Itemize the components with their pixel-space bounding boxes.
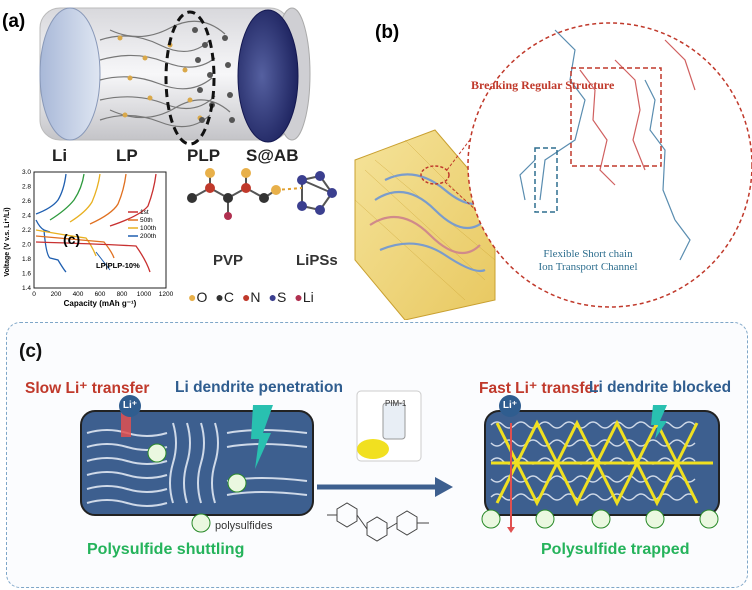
blue-structure <box>519 29 691 261</box>
polysulfide-trapped-text: Polysulfide trapped <box>541 541 690 558</box>
x-tick-label: 400 <box>73 291 84 298</box>
atom-legend: ●O ●C ●N ●S ●Li <box>188 289 314 305</box>
caption-flexible-line1: Flexible Short chain <box>543 248 633 260</box>
li-anode-disc <box>39 7 101 141</box>
chart-panel-label: (c) <box>63 231 80 247</box>
panel-a: (a) Li LP PLP S@AB PVP LiPSs ●O ●C ●N ●S… <box>0 0 350 310</box>
fast-transfer-text: Fast Li⁺ transfer <box>479 380 600 397</box>
legend-200th: 200th <box>140 233 157 240</box>
chart-frame <box>33 171 167 289</box>
y-tick-label: 1.6 <box>22 271 31 278</box>
legend-1st: 1st <box>140 209 149 216</box>
panel-b-graphic: (b) <box>354 22 752 321</box>
pim-powder <box>357 439 389 459</box>
caption-flexible-chain: Flexible Short chain Ion Transport Chann… <box>513 248 663 274</box>
polysulfide-shuttling-text: Polysulfide shuttling <box>87 541 245 558</box>
slow-li-arrow <box>121 403 131 437</box>
zoom-circle <box>467 22 752 308</box>
label-lipss: LiPSs <box>296 252 338 269</box>
dendrite-penetration-text: Li dendrite penetration <box>175 379 343 396</box>
dendrite-blocked-text: Li dendrite blocked <box>589 379 732 396</box>
x-tick-label: 800 <box>117 291 128 298</box>
atom-legend-s: ●S <box>268 289 287 305</box>
caption-flexible-line2: Ion Transport Channel <box>538 261 638 273</box>
curve-1st-lower <box>35 241 151 273</box>
curve-200th-upper <box>35 173 67 215</box>
layer-label-sab: S@AB <box>246 146 299 165</box>
layer-label-li: Li <box>52 146 68 165</box>
yellow-channels <box>491 419 713 507</box>
x-tick-label: 1200 <box>159 291 174 298</box>
x-tick-label: 600 <box>95 291 106 298</box>
panel-a-label: (a) <box>2 11 25 32</box>
layer-label-lp: LP <box>116 146 138 165</box>
left-membrane <box>80 403 314 533</box>
ps-badges-right <box>481 509 719 529</box>
caption-breaking-structure: Breaking Regular Structure <box>471 78 615 92</box>
chart-xlabel: Capacity (mAh g⁻¹) <box>64 299 137 308</box>
panel-b: (b) Breaking R <box>345 0 752 321</box>
red-structure <box>579 39 696 186</box>
atom-legend-n: ●N <box>241 289 261 305</box>
curve-2-upper <box>89 173 127 225</box>
panel-c: (c) Slow Li⁺ transfer Li dendrite penetr… <box>6 322 748 588</box>
curve-200th-lower <box>35 219 67 273</box>
pim-structure <box>327 502 429 542</box>
curve-1st-upper <box>109 173 157 227</box>
plp-highlight-ellipse <box>164 10 216 146</box>
atom-legend-li: ●Li <box>294 289 314 305</box>
inset-chart: Voltage (V v.s. Li⁺/Li) Capacity (mAh g⁻… <box>0 160 182 310</box>
y-tick-label: 2.0 <box>22 242 31 249</box>
polysulfides-text: polysulfides <box>215 520 273 532</box>
right-membrane <box>481 405 720 533</box>
x-tick-label: 200 <box>51 291 62 298</box>
curve-50th-upper <box>69 173 101 223</box>
dendrite-bolt-left <box>251 405 273 469</box>
transition-arrow <box>435 477 453 497</box>
y-tick-label: 3.0 <box>22 169 31 176</box>
polymer-chains <box>99 20 231 128</box>
voltage-capacity-chart: Voltage (V v.s. Li⁺/Li) Capacity (mAh g⁻… <box>4 169 174 308</box>
red-highlight-box <box>570 67 662 167</box>
y-tick-label: 1.4 <box>22 285 31 292</box>
layer-label-plp: PLP <box>187 146 221 165</box>
ps-badges-left <box>147 443 247 533</box>
y-tick-label: 2.8 <box>22 184 31 191</box>
chart-ylabel: Voltage (V v.s. Li⁺/Li) <box>4 207 11 276</box>
atom-legend-c: ●C <box>215 289 234 305</box>
legend-100th: 100th <box>140 225 157 232</box>
atom-legend-o: ●O <box>188 289 208 305</box>
zoom-marker <box>420 165 450 185</box>
chart-xticks: 0 200 400 600 800 1000 1200 <box>32 291 173 298</box>
li-ion-badge-left: Li⁺ <box>119 395 141 417</box>
pim-bottle <box>382 402 406 440</box>
pim-label: PIM-1 <box>385 399 407 408</box>
blue-highlight-box <box>534 147 558 213</box>
x-tick-label: 0 <box>32 291 36 298</box>
li-ion-badge-right: Li⁺ <box>499 395 521 417</box>
curve-100th-upper <box>49 173 85 221</box>
slow-transfer-text: Slow Li⁺ transfer <box>25 380 150 397</box>
legend-50th: 50th <box>140 217 153 224</box>
curve-50th-lower <box>35 235 115 259</box>
battery-schematic: (a) <box>2 7 311 146</box>
curve-100th-lower <box>35 229 97 257</box>
chart-legend: 1st 50th 100th 200th <box>128 209 157 240</box>
chart-annotation: LP|PLP-10% <box>96 261 140 270</box>
label-pvp: PVP <box>213 252 244 269</box>
chart-yticks: 1.4 1.6 1.8 2.0 2.2 2.4 2.6 2.8 3.0 <box>22 169 31 292</box>
sab-cathode-disc <box>237 9 299 143</box>
panel-b-label: (b) <box>375 22 399 43</box>
y-tick-label: 1.8 <box>22 256 31 263</box>
y-tick-label: 2.2 <box>22 227 31 234</box>
y-tick-label: 2.4 <box>22 213 31 220</box>
panel-c-label: (c) <box>19 341 43 362</box>
dendrite-bolt-right <box>651 405 667 439</box>
y-tick-label: 2.6 <box>22 198 31 205</box>
x-tick-label: 1000 <box>137 291 152 298</box>
molecule-diagram <box>187 168 337 220</box>
transition-graphic <box>317 390 453 542</box>
